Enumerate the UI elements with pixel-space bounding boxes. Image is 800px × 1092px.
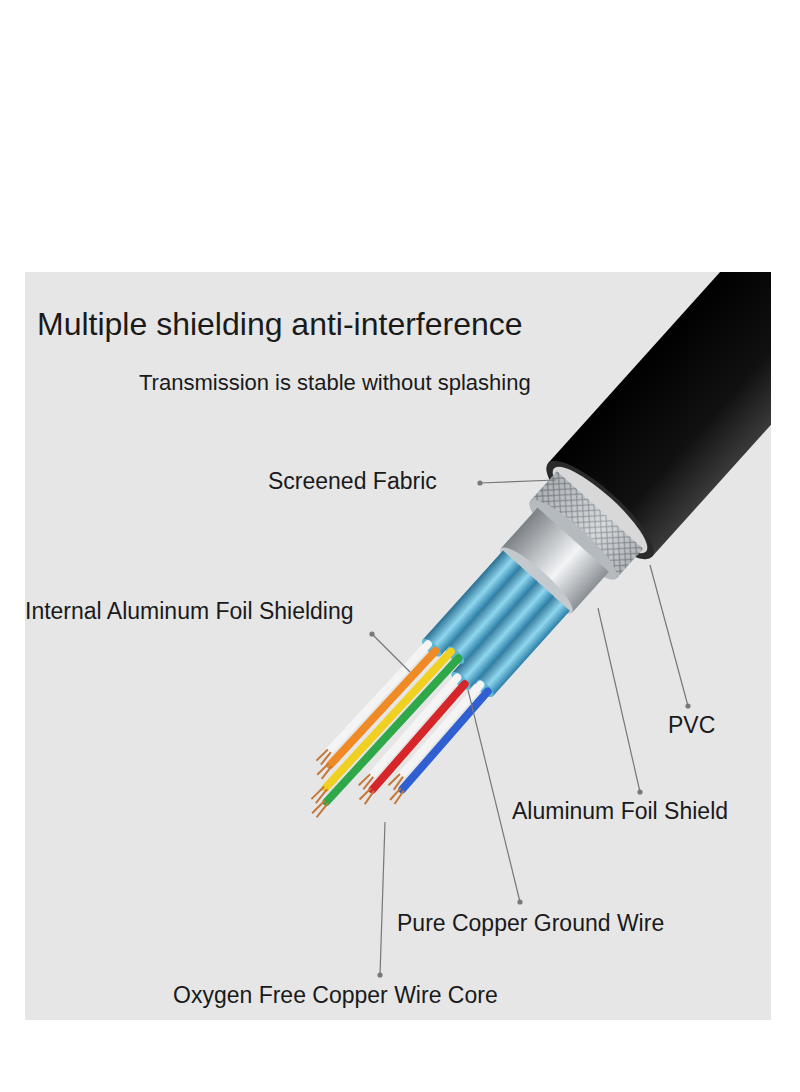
part-label: Oxygen Free Copper Wire Core — [173, 982, 498, 1008]
part-label: PVC — [668, 712, 715, 738]
title: Multiple shielding anti-interference — [37, 306, 523, 343]
part-label: Internal Aluminum Foil Shielding — [25, 598, 354, 624]
part-label: Pure Copper Ground Wire — [397, 910, 664, 936]
part-label: Screened Fabric — [268, 468, 437, 494]
part-label: Aluminum Foil Shield — [512, 798, 728, 824]
subtitle: Transmission is stable without splashing — [139, 370, 531, 395]
